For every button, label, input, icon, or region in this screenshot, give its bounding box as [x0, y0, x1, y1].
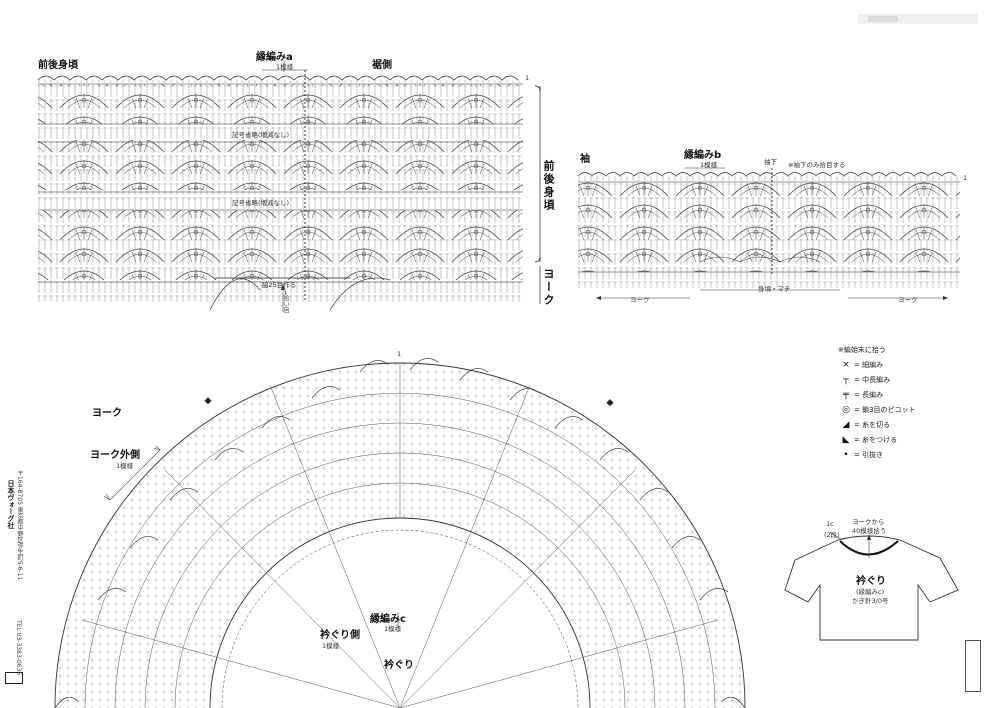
legend-item-text: = 引抜き [854, 450, 884, 459]
picot-symbol-icon: ◎ [842, 404, 850, 415]
label-yoke-outer-rows: 1模様 [116, 462, 134, 470]
legend-item: ◣ = 糸をつける [838, 432, 958, 447]
legend-item-text: = 鎖3目のピコット [854, 405, 916, 414]
label-edging-b-rows: 1模様 [700, 161, 718, 169]
legend-item-text: = 長編み [854, 390, 884, 399]
size-rows: (2段) [824, 531, 840, 539]
label-tie: →拾い目 [282, 290, 289, 314]
label-edging-c-rows: 1模様 [384, 625, 402, 633]
slip-stitch-symbol-icon: • [843, 449, 849, 460]
row-mark-sleeve: 1 [963, 174, 968, 182]
join-yarn-symbol-icon: ◣ [842, 434, 850, 445]
row-mark-body: 1 [525, 74, 530, 82]
legend-item: ╤ = 長編み [838, 387, 958, 402]
label-underarm: 袖下 [764, 158, 777, 166]
label-front-back-body: 前後身頃 [38, 60, 78, 71]
single-crochet-symbol-icon: × [842, 359, 850, 370]
label-body-vertical: 前後身頃 [542, 160, 555, 212]
symbol-legend: ※編始末に拾う × = 細編み ┬ = 中長編み ╤ = 長編み ◎ = 鎖3目… [838, 342, 958, 462]
label-sleeve-gusset: 身頃・マチ [758, 285, 791, 293]
label-hem-side: 裾側 [372, 60, 392, 71]
label-edging-c: 縁編みc [370, 614, 406, 625]
publisher-name: 日本ヴォーグ社 [7, 480, 15, 529]
note-same-row-2: 記号省略(増減なし) [232, 199, 290, 207]
publisher-logo-icon [5, 672, 23, 684]
legend-item-text: = 中長編み [854, 375, 891, 384]
label-yoke: ヨーク [92, 408, 122, 419]
yoke-chart [54, 358, 746, 708]
label-sleeve-yoke-right: ヨーク [898, 296, 918, 304]
legend-item: ┬ = 中長編み [838, 372, 958, 387]
legend-item: ◢ = 糸を切る [838, 417, 958, 432]
legend-note-text: ※編始末に拾う [838, 345, 886, 354]
page-number-box [965, 640, 981, 692]
label-edging-b: 縁編みb [684, 150, 722, 161]
garment-neck-method: (縁編みc) [856, 588, 885, 596]
label-neckline: 衿ぐり [384, 660, 414, 671]
note-same-row-1: 記号省略(増減なし) [232, 131, 290, 139]
row-mark-yoke: 1 [397, 350, 402, 358]
pickup-note-line1: ヨークから [852, 518, 885, 526]
label-yoke-vertical: ヨーク [542, 268, 555, 307]
garment-neck-hook: かぎ針3/0号 [852, 597, 889, 605]
legend-note: ※編始末に拾う [838, 342, 958, 357]
label-sleeve-yoke-left: ヨーク [630, 296, 650, 304]
body-chart [37, 60, 541, 312]
sleeve-chart [577, 167, 960, 300]
label-neck-side: 衿ぐり側 [320, 630, 360, 641]
note-side-gusset: 脇25目作る [262, 281, 297, 289]
legend-item-text: = 細編み [854, 360, 884, 369]
garment-sketch [784, 531, 959, 641]
garment-neck-title: 衿ぐり [856, 576, 886, 587]
cut-yarn-symbol-icon: ◢ [842, 419, 850, 430]
legend-item: ◎ = 鎖3目のピコット [838, 402, 958, 417]
legend-item: • = 引抜き [838, 447, 958, 462]
label-sleeve: 袖 [580, 154, 590, 165]
label-edging-a-rows: 1模様 [276, 63, 294, 71]
label-edging-a: 縁編みa [256, 52, 293, 63]
pickup-note-line2: 40模様拾う [852, 527, 887, 535]
publisher-code: TEL 03-3383-0636 [15, 620, 22, 676]
legend-item-text: = 糸をつける [854, 435, 898, 444]
double-crochet-symbol-icon: ╤ [843, 389, 849, 400]
half-double-symbol-icon: ┬ [843, 374, 849, 385]
label-neck-side-rows: 1模様 [322, 642, 340, 650]
note-underarm: ※袖下のみ拾目する [788, 161, 846, 169]
size-label: 1c [826, 520, 834, 528]
label-yoke-outer: ヨーク外側 [90, 450, 140, 461]
publisher-address: 〒164-8705 東京都中野区弥生町5-6-11 [16, 470, 23, 581]
legend-item-text: = 糸を切る [854, 420, 891, 429]
legend-item: × = 細編み [838, 357, 958, 372]
